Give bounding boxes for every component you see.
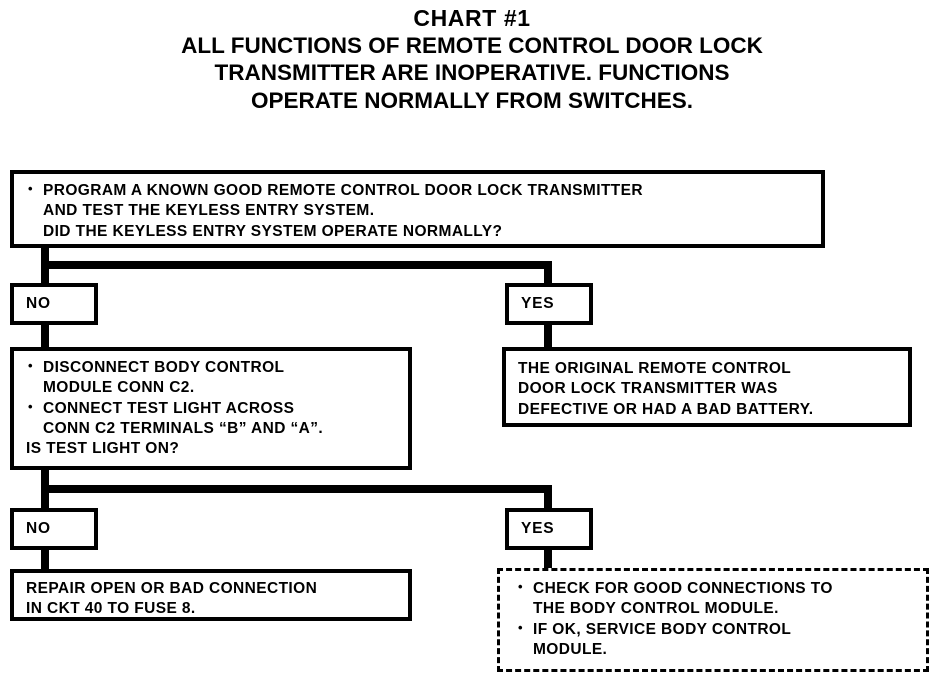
decision-chip-yes-row2: YES	[505, 508, 593, 550]
result-no-2-line-2: IN CKT 40 TO FUSE 8.	[26, 600, 196, 618]
step1-line-1: PROGRAM A KNOWN GOOD REMOTE CONTROL DOOR…	[26, 180, 811, 201]
decision-chip-no-row2-label: NO	[26, 520, 51, 537]
step2-line-2: MODULE CONN C2.	[43, 379, 195, 397]
decision-chip-yes-row2-label: YES	[521, 520, 555, 537]
connector-row1-no-down	[41, 261, 49, 285]
result-yes-1-line-3: DEFECTIVE OR HAD A BAD BATTERY.	[518, 400, 814, 418]
step1-line-3: DID THE KEYLESS ENTRY SYSTEM OPERATE NOR…	[43, 222, 503, 240]
connector-row1-bus	[41, 261, 552, 269]
connector-row1-yes-down	[544, 261, 552, 285]
step1-line-2: AND TEST THE KEYLESS ENTRY SYSTEM.	[43, 202, 375, 220]
connector-row2-yes-down	[544, 485, 552, 511]
result-yes-1-line-1: THE ORIGINAL REMOTE CONTROL	[518, 360, 792, 377]
connector-no1-to-step2	[41, 324, 49, 350]
result-box-repair-open-connection: REPAIR OPEN OR BAD CONNECTION IN CKT 40 …	[10, 569, 412, 621]
step2-line-4: CONN C2 TERMINALS “B” AND “A”.	[43, 419, 324, 437]
connector-step2-down	[41, 468, 49, 492]
decision-chip-yes-row1-label: YES	[521, 295, 555, 312]
result-box-original-transmitter-defective: THE ORIGINAL REMOTE CONTROL DOOR LOCK TR…	[502, 347, 912, 427]
chart-subtitle-line-2: TRANSMITTER ARE INOPERATIVE. FUNCTIONS	[214, 60, 730, 86]
connector-yes2-to-check	[544, 549, 552, 573]
result-yes-2-line-2: THE BODY CONTROL MODULE.	[533, 600, 779, 618]
result-no-2-line-1: REPAIR OPEN OR BAD CONNECTION	[26, 580, 318, 597]
chart-subtitle-line-1: ALL FUNCTIONS OF REMOTE CONTROL DOOR LOC…	[181, 33, 763, 59]
step-box-program-transmitter: PROGRAM A KNOWN GOOD REMOTE CONTROL DOOR…	[10, 170, 825, 248]
result-box-check-connections-bcm: CHECK FOR GOOD CONNECTIONS TO THE BODY C…	[497, 568, 929, 672]
decision-chip-no-row1-label: NO	[26, 295, 51, 312]
step2-line-1: DISCONNECT BODY CONTROL	[26, 357, 398, 378]
connector-step1-down	[41, 247, 49, 269]
page-title: CHART #1 ALL FUNCTIONS OF REMOTE CONTROL…	[0, 4, 944, 114]
connector-yes1-to-result	[544, 324, 552, 350]
decision-chip-no-row1: NO	[10, 283, 98, 325]
step2-line-5: IS TEST LIGHT ON?	[26, 440, 180, 458]
chart-subtitle-line-3: OPERATE NORMALLY FROM SWITCHES.	[250, 87, 694, 113]
result-yes-2-line-4: MODULE.	[533, 640, 608, 658]
decision-chip-yes-row1: YES	[505, 283, 593, 325]
connector-row2-no-down	[41, 485, 49, 511]
result-yes-2-line-1: CHECK FOR GOOD CONNECTIONS TO	[516, 578, 916, 599]
result-yes-2-line-3: IF OK, SERVICE BODY CONTROL	[516, 619, 916, 640]
step-box-disconnect-bcm: DISCONNECT BODY CONTROL MODULE CONN C2. …	[10, 347, 412, 470]
result-yes-1-line-2: DOOR LOCK TRANSMITTER WAS	[518, 380, 778, 398]
connector-no2-to-repair	[41, 549, 49, 573]
connector-row2-bus	[41, 485, 552, 493]
decision-chip-no-row2: NO	[10, 508, 98, 550]
step2-line-3: CONNECT TEST LIGHT ACROSS	[26, 398, 398, 419]
chart-heading: CHART #1	[413, 5, 531, 31]
